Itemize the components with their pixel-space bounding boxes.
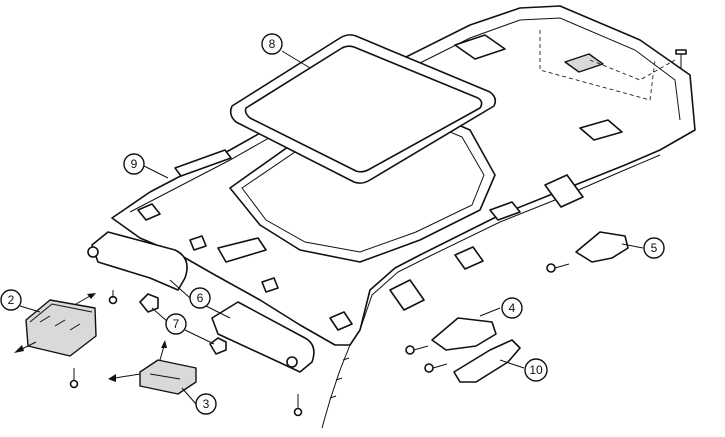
- arrow-console-up: [75, 293, 96, 305]
- leader-3: [181, 387, 197, 405]
- overhead-console: [25, 299, 97, 357]
- svg-text:4: 4: [509, 301, 516, 315]
- leader-7a: [151, 307, 169, 323]
- sun-visor-right: [211, 301, 315, 373]
- svg-text:2: 2: [8, 293, 15, 307]
- map-lamp: [139, 359, 197, 395]
- grip-bracket: [453, 339, 521, 383]
- svg-text:5: 5: [651, 241, 658, 255]
- callout-3: 3: [195, 393, 217, 415]
- callout-9: 9: [123, 153, 145, 175]
- callout-10: 10: [524, 358, 548, 382]
- callout-2: 2: [0, 289, 22, 311]
- arrow-lamp-left: [108, 373, 141, 382]
- svg-text:9: 9: [131, 157, 138, 171]
- leader-4: [479, 307, 501, 317]
- sun-visor-left: [87, 231, 188, 291]
- leader-5: [621, 243, 644, 249]
- assist-grip-front: [431, 317, 497, 351]
- screw-grip-front: [405, 345, 429, 355]
- svg-text:8: 8: [269, 37, 276, 51]
- assist-grip-rear: [575, 231, 629, 263]
- visor-clip-front: [139, 293, 159, 313]
- leader-2: [19, 305, 41, 313]
- screw-console: [69, 368, 79, 389]
- leader-6a: [169, 279, 191, 299]
- callout-8: 8: [261, 33, 283, 55]
- svg-text:3: 3: [203, 397, 210, 411]
- sunroof-seal-frame: [229, 34, 497, 184]
- callout-5: 5: [643, 237, 665, 259]
- screw-grip-rear: [546, 263, 570, 273]
- callout-6: 6: [189, 287, 211, 309]
- svg-text:6: 6: [197, 291, 204, 305]
- callout-4: 4: [501, 297, 523, 319]
- leader-7b: [184, 329, 215, 345]
- svg-text:7: 7: [173, 317, 180, 331]
- visor-clip-rear: [209, 337, 227, 355]
- arrow-lamp-up: [159, 340, 167, 361]
- leader-9: [143, 165, 169, 179]
- screw-top-right: [675, 49, 687, 68]
- screw-visor-left: [108, 290, 118, 305]
- arrow-console-left: [14, 341, 37, 353]
- leader-10: [499, 359, 525, 369]
- leader-8: [281, 50, 311, 69]
- callout-7: 7: [165, 313, 187, 335]
- screw-visor-right: [293, 394, 303, 417]
- svg-text:10: 10: [529, 363, 543, 377]
- screw-bracket: [424, 363, 448, 373]
